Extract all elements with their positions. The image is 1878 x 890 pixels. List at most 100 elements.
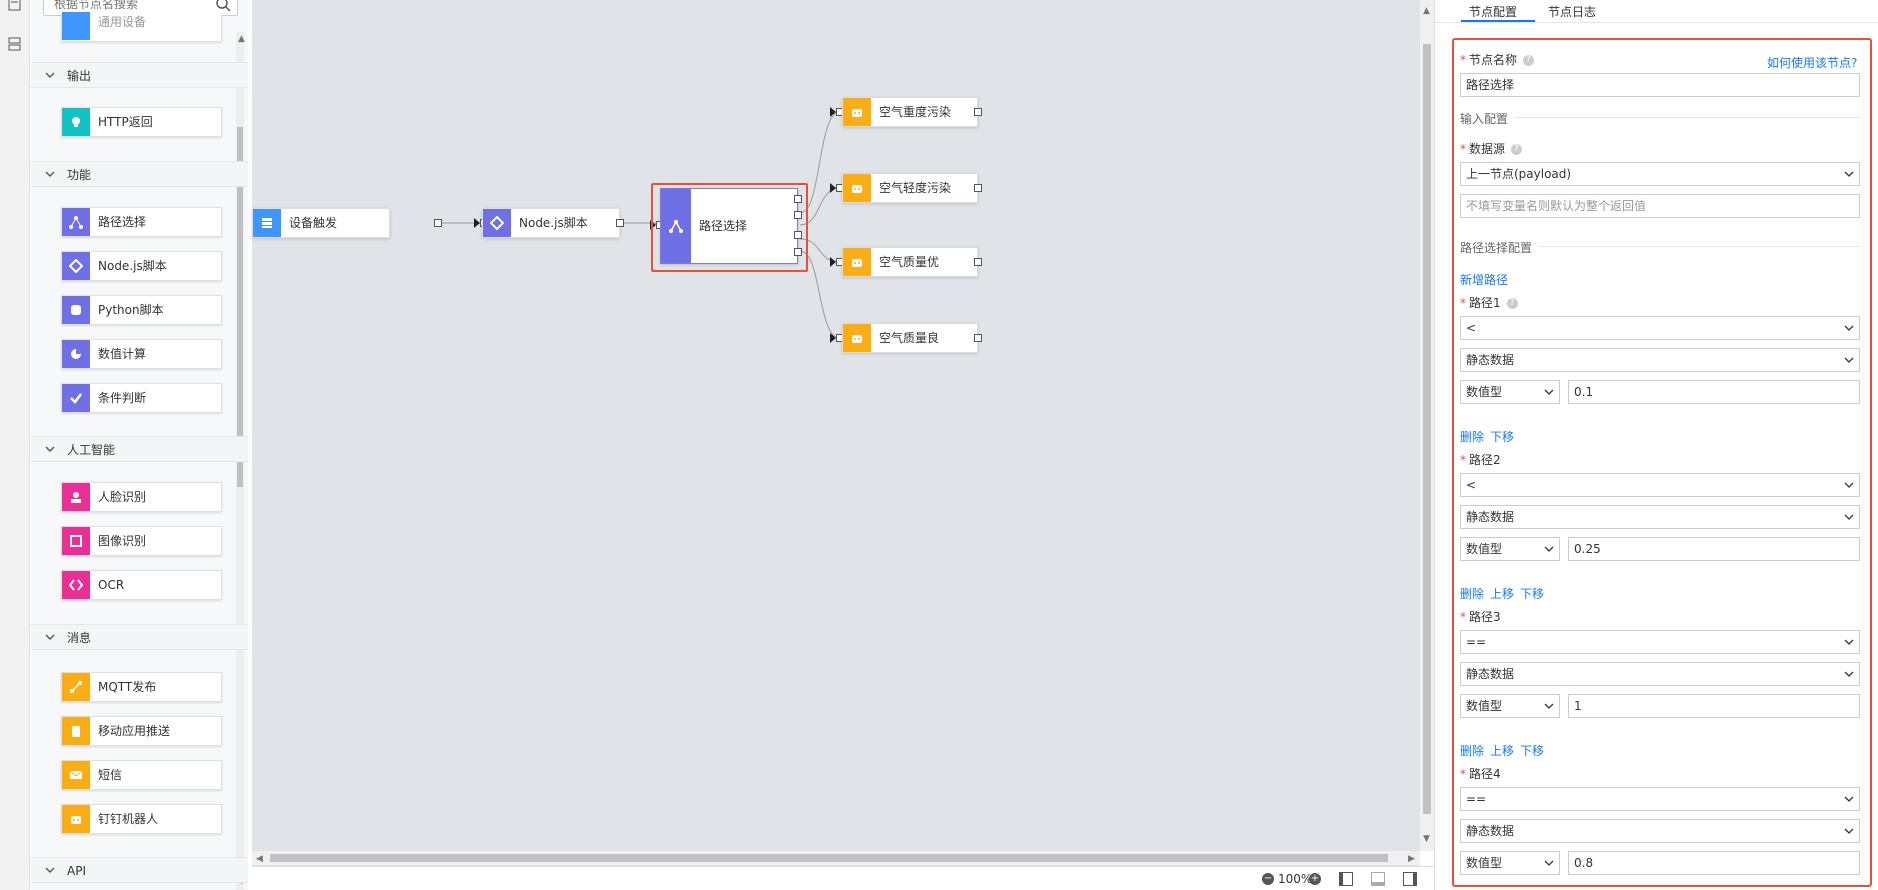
scroll-thumb[interactable] — [270, 854, 1388, 862]
palette-item[interactable]: Python脚本 — [61, 295, 222, 325]
palette-item[interactable]: OCR — [61, 570, 222, 600]
output-port[interactable] — [434, 219, 442, 227]
operator-select[interactable]: == — [1460, 787, 1860, 811]
output-port-1[interactable] — [794, 195, 802, 203]
output-port[interactable] — [616, 219, 624, 227]
chevron-down-icon — [45, 72, 55, 78]
route-action-link[interactable]: 下移 — [1520, 587, 1545, 601]
divider — [1515, 117, 1860, 118]
node-nodejs-script[interactable]: Node.js脚本 — [482, 208, 620, 238]
type-select[interactable]: 数值型 — [1460, 537, 1560, 561]
input-arrow-icon — [474, 218, 480, 228]
category-header[interactable]: 输出 — [31, 62, 248, 88]
help-icon[interactable]: ? — [1506, 298, 1518, 309]
type-select[interactable]: 数值型 — [1460, 851, 1560, 875]
source-select[interactable]: 静态数据 — [1460, 505, 1860, 529]
scroll-up-icon[interactable]: ▲ — [238, 34, 245, 44]
source-select[interactable]: 静态数据 — [1460, 662, 1860, 686]
palette-item[interactable]: 路径选择 — [61, 207, 222, 237]
node-device-trigger[interactable]: 设备触发 — [252, 208, 390, 238]
add-route-link[interactable]: 新增路径 — [1460, 273, 1509, 287]
scroll-thumb[interactable] — [1423, 44, 1431, 814]
value-input[interactable]: 0.1 — [1568, 380, 1860, 404]
palette-item[interactable]: 短信 — [61, 760, 222, 790]
tab-node-log[interactable]: 节点日志 — [1548, 5, 1597, 19]
page-icon[interactable] — [7, 0, 23, 12]
output-port[interactable] — [974, 184, 982, 192]
scroll-thumb[interactable] — [237, 127, 243, 487]
output-port[interactable] — [974, 258, 982, 266]
help-icon[interactable]: ? — [1511, 144, 1523, 155]
category-header[interactable]: API — [31, 857, 248, 883]
node-name-input[interactable]: 路径选择 — [1460, 73, 1860, 97]
type-select[interactable]: 数值型 — [1460, 380, 1560, 404]
flow-canvas[interactable]: 设备触发 Node.js脚本 — [252, 0, 1420, 890]
palette-item[interactable]: 移动应用推送 — [61, 716, 222, 746]
search-icon[interactable] — [215, 0, 231, 12]
bottom-panel-toggle-icon[interactable] — [1371, 872, 1385, 886]
category-header[interactable]: 消息 — [31, 624, 248, 650]
output-port[interactable] — [974, 334, 982, 342]
source-select[interactable]: 静态数据 — [1460, 819, 1860, 843]
search-input[interactable] — [44, 0, 204, 15]
palette-item-partial[interactable]: 通用设备 — [61, 12, 222, 42]
route-action-link[interactable]: 删除 — [1460, 744, 1485, 758]
category-label: 功能 — [67, 168, 92, 182]
palette-item[interactable]: MQTT发布 — [61, 672, 222, 702]
source-select[interactable]: 静态数据 — [1460, 348, 1860, 372]
tabs-divider — [1435, 22, 1878, 23]
scroll-down-icon[interactable]: ▼ — [1423, 834, 1430, 844]
route-action-link[interactable]: 下移 — [1490, 430, 1515, 444]
output-port-3[interactable] — [794, 231, 802, 239]
node-route-select[interactable]: 路径选择 — [660, 188, 798, 264]
node-dingtalk-robot[interactable]: 空气重度污染 — [842, 97, 978, 127]
datasource-label: *数据源? — [1460, 140, 1523, 157]
help-icon[interactable]: ? — [1523, 55, 1535, 66]
right-panel-toggle-icon[interactable] — [1403, 872, 1417, 886]
zoom-in-icon[interactable]: + — [1309, 873, 1321, 885]
palette-item[interactable]: 钉钉机器人 — [61, 804, 222, 834]
operator-select[interactable]: < — [1460, 316, 1860, 340]
category-header[interactable]: 功能 — [31, 161, 248, 187]
node-dingtalk-robot[interactable]: 空气质量优 — [842, 247, 978, 277]
value-input[interactable]: 0.8 — [1568, 851, 1860, 875]
route-action-link[interactable]: 上移 — [1490, 587, 1515, 601]
palette-item[interactable]: HTTP返回 — [61, 107, 222, 137]
datasource-select[interactable]: 上一节点(payload) — [1460, 162, 1860, 186]
palette-item[interactable]: Node.js脚本 — [61, 251, 222, 281]
value-input[interactable]: 0.25 — [1568, 537, 1860, 561]
value-input[interactable]: 1 — [1568, 694, 1860, 718]
zoom-out-icon[interactable]: − — [1262, 873, 1274, 885]
route-actions: 删除上移下移 — [1460, 742, 1550, 759]
route-action-link[interactable]: 上移 — [1490, 744, 1515, 758]
palette-item[interactable]: 数值计算 — [61, 339, 222, 369]
canvas-hscrollbar[interactable]: ◀ ▶ — [252, 851, 1420, 865]
operator-select[interactable]: == — [1460, 630, 1860, 654]
palette-item[interactable]: 人脸识别 — [61, 482, 222, 512]
palette-item[interactable]: 条件判断 — [61, 383, 222, 413]
node-dingtalk-robot[interactable]: 空气质量良 — [842, 323, 978, 353]
chevron-down-icon — [45, 634, 55, 640]
output-port[interactable] — [974, 108, 982, 116]
operator-select[interactable]: < — [1460, 473, 1860, 497]
tab-node-config[interactable]: 节点配置 — [1469, 5, 1518, 19]
route-action-link[interactable]: 下移 — [1520, 744, 1545, 758]
scroll-left-icon[interactable]: ◀ — [256, 854, 263, 864]
node-label: 路径选择 — [699, 219, 748, 233]
node-dingtalk-robot[interactable]: 空气轻度污染 — [842, 173, 978, 203]
variable-name-input[interactable]: 不填写变量名则默认为整个返回值 — [1460, 194, 1860, 218]
output-port-2[interactable] — [794, 211, 802, 219]
output-port-4[interactable] — [794, 248, 802, 256]
layout-icon[interactable] — [7, 36, 23, 52]
how-to-use-link[interactable]: 如何使用该节点? — [1767, 56, 1858, 70]
chevron-down-icon — [1844, 639, 1854, 645]
type-select[interactable]: 数值型 — [1460, 694, 1560, 718]
palette-item[interactable]: 图像识别 — [61, 526, 222, 556]
left-panel-toggle-icon[interactable] — [1339, 872, 1353, 886]
scroll-right-icon[interactable]: ▶ — [1408, 854, 1415, 864]
route-action-link[interactable]: 删除 — [1460, 587, 1485, 601]
canvas-vscrollbar[interactable]: ▲ ▼ — [1420, 0, 1434, 851]
route-action-link[interactable]: 删除 — [1460, 430, 1485, 444]
category-header[interactable]: 人工智能 — [31, 436, 248, 462]
scroll-up-icon[interactable]: ▲ — [1423, 6, 1430, 16]
